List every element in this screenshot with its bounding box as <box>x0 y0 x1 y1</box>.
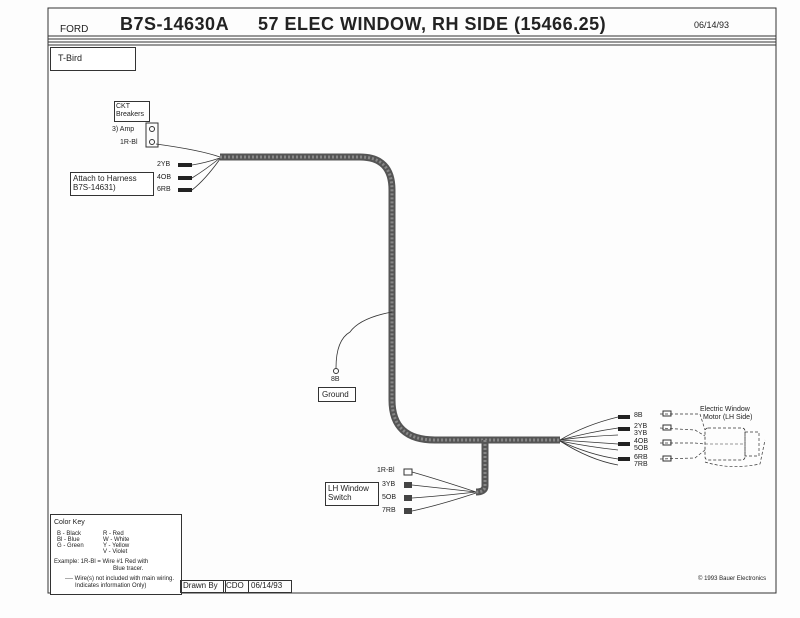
circuit-breaker-label: CKT Breakers <box>114 101 150 122</box>
switch-wire-1rbl <box>411 471 477 493</box>
ground-wire-label: 8B <box>331 376 340 383</box>
motor-wire-label-4ob: 4OB <box>634 438 649 445</box>
legend-entry-green: G - Green <box>57 543 84 549</box>
motor-connector-6rb <box>618 457 630 461</box>
motor-wire-3yb <box>559 434 619 441</box>
harness-attach-label: Attach to Harness B7S-14631) <box>70 172 154 196</box>
switch-wire-label-2: 3YB <box>382 481 396 488</box>
switch-branch-texture <box>475 440 487 494</box>
legend-example-line1: Example: 1R-Bl = Wire #1 Red with <box>54 559 149 565</box>
motor-plug-1 <box>662 410 672 417</box>
motor-connector-4ob <box>618 442 630 446</box>
legend-entry-yellow: Y - Yellow <box>103 543 130 549</box>
switch-label-box: LH Window Switch <box>325 482 379 506</box>
legend-entry-red: R - Red <box>103 531 124 537</box>
drawn-by-label: Drawn By <box>180 580 226 593</box>
connector-6rb <box>178 188 192 192</box>
ground-label: Ground <box>322 390 349 399</box>
switch-line2: Switch <box>328 493 352 502</box>
breaker-terminal-1 <box>149 126 155 132</box>
motor-wire-7rb <box>559 440 619 466</box>
switch-line1: LH Window <box>328 484 369 493</box>
harness-line1: Attach to Harness <box>73 174 137 183</box>
legend-entry-black: B - Black <box>57 531 82 537</box>
motor-gearbox <box>744 431 760 457</box>
header-date: 06/14/93 <box>694 20 730 30</box>
drawn-by-initials: CDO <box>223 580 249 593</box>
copyright-notice: © 1993 Bauer Electronics <box>698 576 767 582</box>
motor-label-line2: Motor (LH Side) <box>703 414 753 421</box>
breaker-terminal-2 <box>149 139 155 145</box>
wire-6rb <box>191 158 221 191</box>
harness-wire-4ob: 4OB <box>157 174 172 181</box>
drawing-frame <box>47 7 777 594</box>
motor-wire-2yb <box>559 427 619 441</box>
ckt-title-line1: CKT <box>116 103 130 110</box>
motor-wire-label-3yb: 3YB <box>634 430 648 437</box>
harness-line2: B7S-14631) <box>73 183 116 192</box>
switch-connector-2 <box>404 482 412 488</box>
switch-wire-5ob <box>411 491 477 499</box>
part-number: B7S-14630A <box>120 14 230 34</box>
ckt-title-line2: Breakers <box>116 111 145 118</box>
switch-connector-4 <box>404 508 412 514</box>
motor-pigtails <box>659 413 766 467</box>
motor-connector-8b <box>618 415 630 419</box>
legend-example-line2: Blue tracer. <box>113 566 144 572</box>
wire-2yb <box>191 157 221 166</box>
connector-2yb <box>178 163 192 167</box>
switch-wire-3yb <box>411 484 477 493</box>
motor-plug-4 <box>662 455 672 462</box>
breaker-amp-label: 3) Amp <box>112 126 135 133</box>
ground-eyelet <box>333 368 339 374</box>
motor-wire-8b <box>559 416 619 441</box>
motor-wire-label-8b: 8B <box>634 412 643 419</box>
color-key-legend: Color Key B - Black Bl - Blue G - Green … <box>50 514 182 595</box>
wire-4ob <box>191 157 221 179</box>
motor-wire-4ob <box>559 439 619 445</box>
wire-1rbl <box>155 143 221 158</box>
legend-entry-blue: Bl - Blue <box>57 537 80 543</box>
main-harness-texture <box>220 155 560 442</box>
model-label: T-Bird <box>58 53 83 63</box>
switch-wire-label-4: 7RB <box>382 507 396 514</box>
circuit-breaker-block <box>145 122 159 148</box>
motor-label-line1: Electric Window <box>700 406 750 413</box>
motor-plug-3 <box>662 439 672 446</box>
ground-label-box: Ground <box>318 387 356 402</box>
motor-plug-2 <box>662 424 672 431</box>
brand-label: FORD <box>60 24 89 35</box>
legend-note-line2: Indicates information Only) <box>75 583 147 589</box>
legend-note-line1: ---- Wire(s) not included with main wiri… <box>65 576 175 582</box>
legend-entry-violet: V - Violet <box>103 549 128 555</box>
harness-wire-6rb: 6RB <box>157 186 171 193</box>
motor-wire-6rb <box>559 440 619 460</box>
legend-title: Color Key <box>54 519 85 526</box>
switch-wire-7rb <box>411 492 477 512</box>
harness-wire-2yb: 2YB <box>157 161 171 168</box>
drawing-title: 57 ELEC WINDOW, RH SIDE (15466.25) <box>258 14 607 34</box>
motor-wire-label-7rb: 7RB <box>634 461 648 468</box>
connector-4ob <box>178 176 192 180</box>
motor-wire-label-5ob: 5OB <box>634 445 649 452</box>
switch-wire-label-1: 1R-Bl <box>377 467 395 474</box>
legend-entry-white: W - White <box>103 537 130 543</box>
motor-wire-label-6rb: 6RB <box>634 454 648 461</box>
title-block-date: 06/14/93 <box>248 580 292 593</box>
ground-wire <box>335 311 393 369</box>
motor-wire-label-2yb: 2YB <box>634 423 648 430</box>
switch-wire-label-3: 5OB <box>382 494 397 501</box>
switch-connector-3 <box>404 495 412 501</box>
switch-connector-1 <box>403 468 413 476</box>
motor-connector-2yb <box>618 427 630 431</box>
breaker-wire-label: 1R-Bl <box>120 139 138 146</box>
main-harness-path <box>220 153 560 444</box>
motor-wire-5ob <box>559 440 619 451</box>
model-box: T-Bird <box>50 47 136 71</box>
